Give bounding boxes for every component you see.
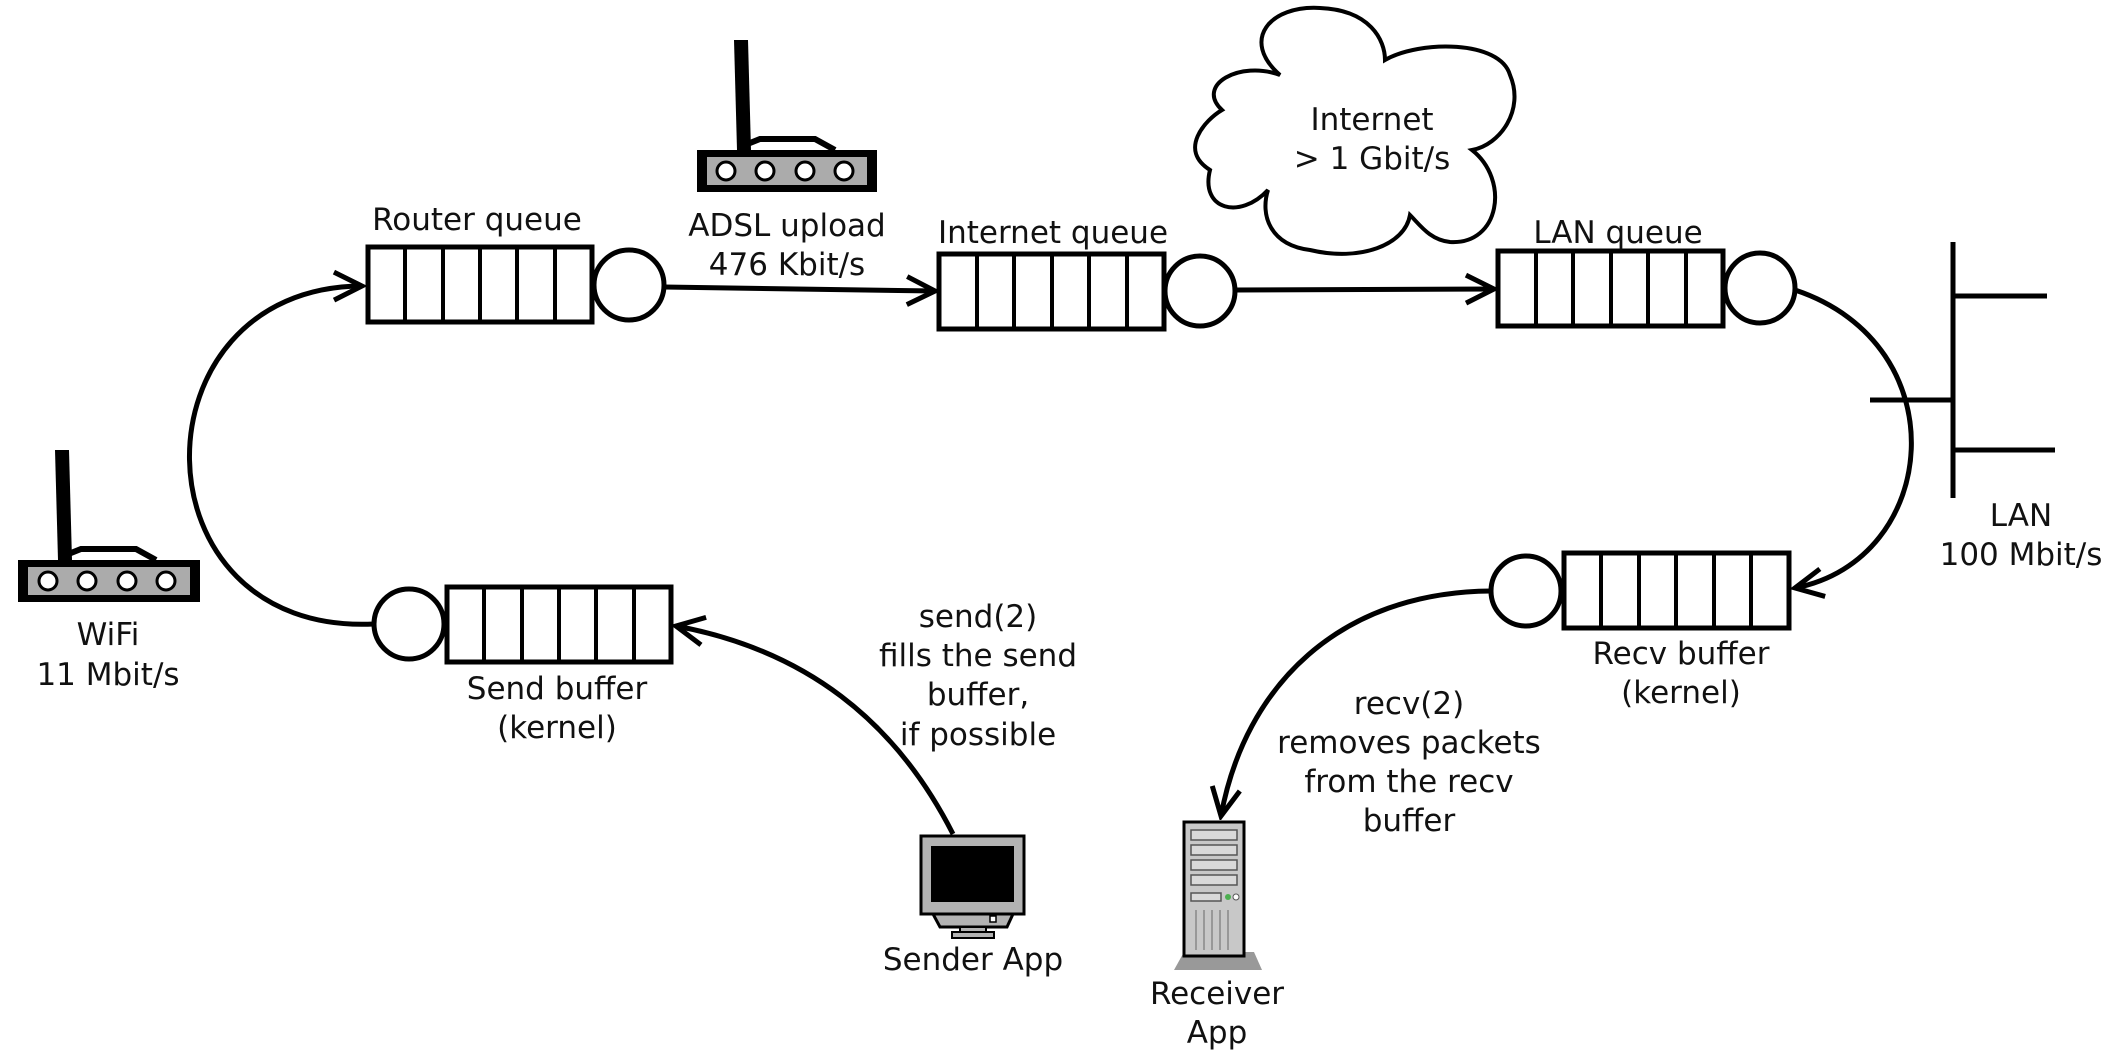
send-note-line3: buffer, bbox=[927, 677, 1029, 713]
cloud-icon bbox=[1193, 5, 1517, 256]
send-note-line1: send(2) bbox=[919, 599, 1037, 635]
wifi-label-line2: 11 Mbit/s bbox=[36, 657, 179, 693]
recv-note-line2: removes packets bbox=[1277, 725, 1541, 761]
router-queue bbox=[365, 244, 667, 325]
receiver-app-label-line1: Receiver bbox=[1150, 976, 1284, 1012]
adsl-router-icon bbox=[697, 40, 877, 192]
sender-app-label: Sender App bbox=[883, 942, 1063, 978]
recv-note-line1: recv(2) bbox=[1354, 686, 1464, 722]
recv-buffer-label-line1: Recv buffer bbox=[1593, 636, 1770, 672]
recv-note-line3: from the recv bbox=[1304, 764, 1513, 800]
lan-queue-label: LAN queue bbox=[1533, 215, 1702, 251]
recv-note-line4: buffer bbox=[1363, 803, 1456, 839]
internet-queue bbox=[936, 251, 1238, 332]
lan-label-line1: LAN bbox=[1990, 498, 2052, 534]
lan-label-line2: 100 Mbit/s bbox=[1940, 537, 2103, 573]
recv-buffer-server bbox=[1488, 553, 1564, 629]
send-buffer bbox=[371, 584, 674, 665]
cloud-label-line2: > 1 Gbit/s bbox=[1294, 141, 1450, 177]
send-buffer-label-line1: Send buffer bbox=[467, 671, 648, 707]
recv-buffer-label-line2: (kernel) bbox=[1621, 675, 1741, 711]
server-tower-icon bbox=[1174, 820, 1262, 970]
send-note-line4: if possible bbox=[900, 717, 1056, 753]
send-buffer-label-line2: (kernel) bbox=[497, 710, 617, 746]
router-queue-label: Router queue bbox=[372, 202, 582, 238]
router-to-internet-arrow bbox=[663, 287, 935, 291]
adsl-label-line1: ADSL upload bbox=[688, 208, 885, 244]
internet-to-lan-arrow bbox=[1235, 289, 1494, 290]
adsl-label-line2: 476 Kbit/s bbox=[709, 247, 865, 283]
send-buffer-server bbox=[371, 586, 447, 662]
wifi-arrow bbox=[187, 286, 375, 627]
router-queue-server bbox=[591, 247, 667, 323]
cloud-label-line1: Internet bbox=[1310, 102, 1433, 138]
network-bus-icon bbox=[1870, 242, 2055, 498]
wifi-label-line1: WiFi bbox=[77, 617, 140, 653]
lan-queue-server bbox=[1722, 250, 1798, 326]
monitor-icon bbox=[919, 834, 1026, 939]
internet-queue-label: Internet queue bbox=[938, 215, 1168, 251]
receiver-app-label-line2: App bbox=[1187, 1015, 1248, 1051]
lan-queue bbox=[1495, 248, 1798, 329]
send-arrow bbox=[676, 626, 956, 836]
lan-arrow bbox=[1795, 287, 1914, 588]
internet-queue-server bbox=[1162, 253, 1238, 329]
wifi-router-icon bbox=[18, 450, 200, 602]
recv-arrow bbox=[1221, 588, 1492, 816]
recv-buffer bbox=[1488, 550, 1792, 631]
send-note-line2: fills the send bbox=[879, 638, 1077, 674]
